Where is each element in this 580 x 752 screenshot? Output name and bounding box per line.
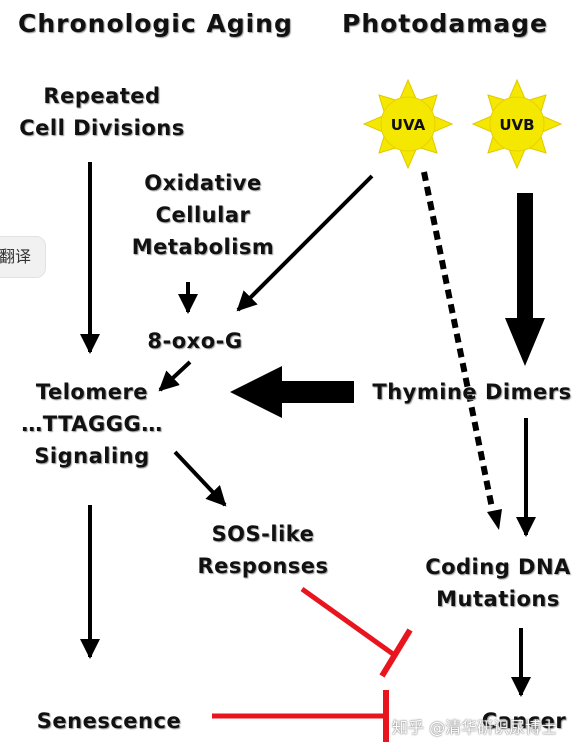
thick-arrow-thymine-to-telomere — [230, 366, 354, 418]
node-oxidative-metabolism: Oxidative Cellular Metabolism — [131, 171, 275, 259]
watermark: 知乎 @清华研识尿博士 — [392, 718, 558, 737]
node-sos-like-responses: SOS-like Responses — [197, 522, 329, 578]
uva-sun-disc — [380, 96, 436, 152]
dotted-arrow-head — [487, 509, 502, 530]
node-oxo-g: 8-oxo-G — [147, 329, 243, 353]
node-telomere-signaling: Telomere …TTAGGG… Signaling — [21, 380, 163, 468]
uvb-sun-icon: UVB — [471, 78, 563, 170]
arrow-uva-to-oxo-g — [236, 174, 374, 312]
inhibit-sos-to-cancer — [300, 586, 413, 678]
dotted-arrow-uva-to-mutations — [421, 171, 495, 509]
thick-arrow-uvb-to-thymine — [505, 193, 545, 366]
translate-button[interactable]: 翻译 — [0, 236, 46, 278]
header-chronologic-aging: Chronologic Aging — [18, 9, 293, 38]
node-repeated-cell-divisions: Repeated Cell Divisions — [19, 84, 185, 140]
arrow-telomere-to-sos — [173, 450, 227, 507]
node-cancer: Cancer — [481, 709, 567, 733]
node-coding-dna-mutations: Coding DNA Mutations — [425, 555, 571, 611]
uvb-label: UVB — [499, 116, 534, 134]
inhibit-senescence-to-cancer — [212, 690, 389, 742]
node-senescence: Senescence — [36, 709, 182, 733]
node-thymine-dimers: Thymine Dimers — [372, 380, 572, 404]
uva-sun-icon: UVA — [362, 78, 454, 170]
header-photodamage: Photodamage — [342, 9, 548, 38]
uva-label: UVA — [391, 116, 426, 134]
arrow-oxo-g-to-telomere — [158, 360, 192, 392]
uvb-sun-disc — [489, 96, 545, 152]
